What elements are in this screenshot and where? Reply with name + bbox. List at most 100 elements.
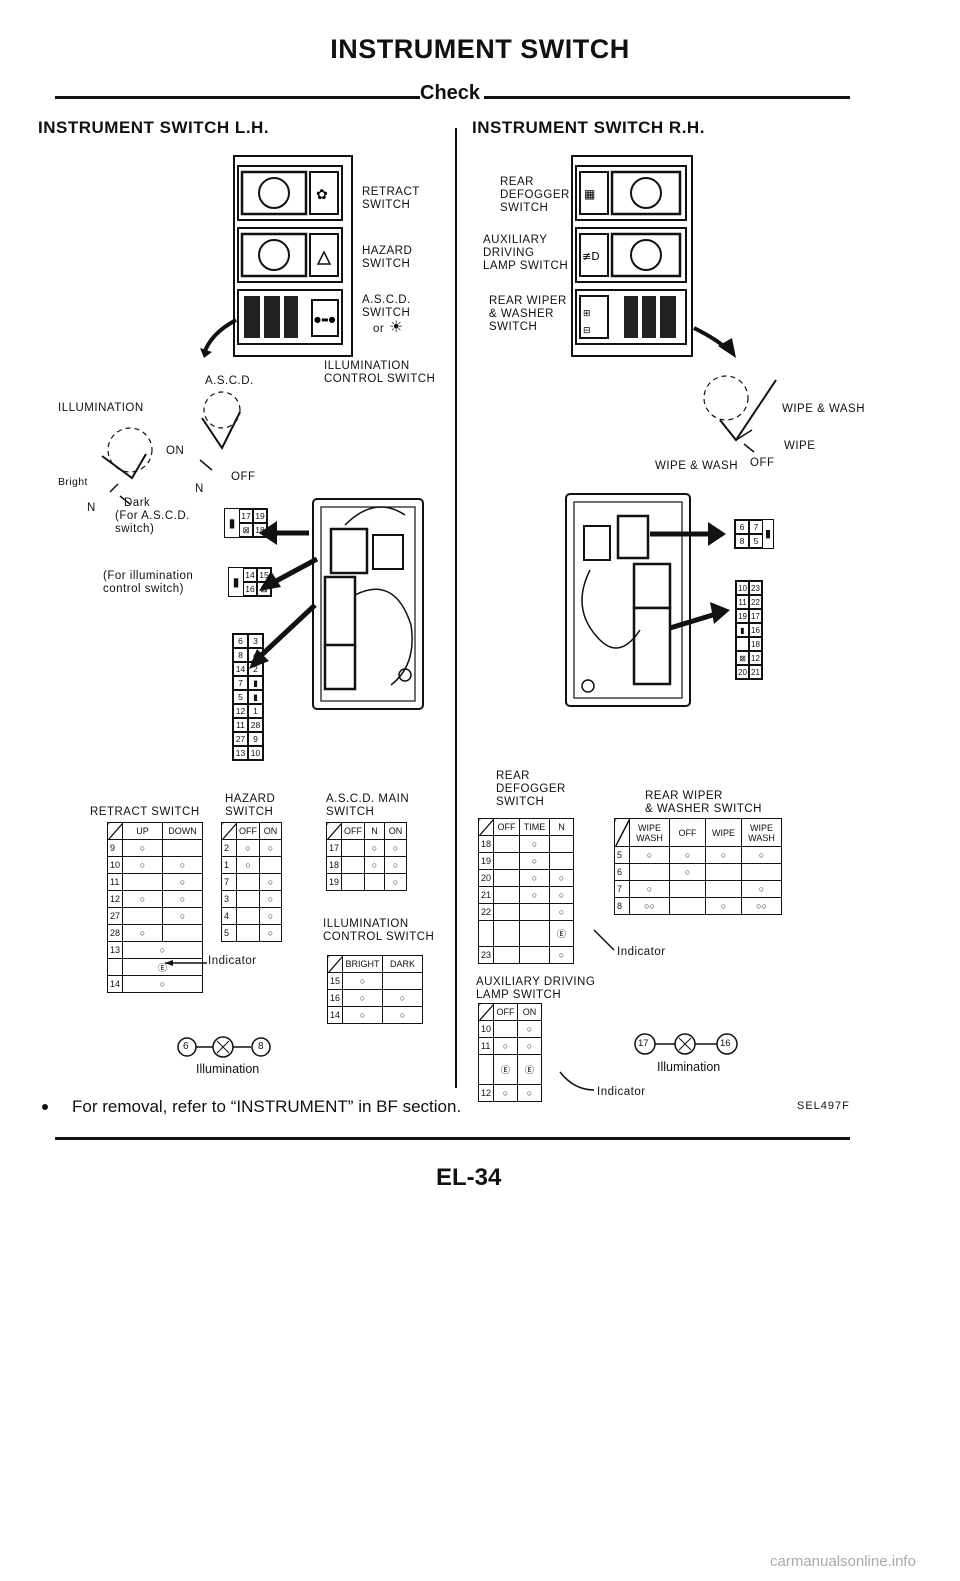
figure-code: SEL497F [797, 1100, 850, 1112]
lh-illumination-circuit [177, 1036, 271, 1058]
pin: 7 [233, 676, 248, 690]
main-connector-pins: 6 3 8 4 14 2 7 ▮ 5 ▮ 12 1 11 28 27 9 13 … [232, 633, 264, 761]
retract-table-label: RETRACT SWITCH [90, 806, 200, 818]
pin: ▮ [248, 676, 263, 690]
ascd-pin-block: ▮ 17 19 ⊠ 18 [224, 508, 268, 538]
lh-pointer-arrow [200, 318, 237, 358]
indicator-pointer [559, 1071, 595, 1091]
pin: 8 [233, 648, 248, 662]
pin: ▮ [248, 690, 263, 704]
knob-on-label: ON [166, 445, 185, 457]
for-ascd-label: (For A.S.C.D. switch) [115, 510, 190, 535]
svg-text:⊟: ⊟ [583, 326, 591, 336]
illum-terminal-b: 8 [258, 1041, 264, 1052]
lh-connector-back [249, 498, 424, 710]
indicator-arrow [165, 960, 207, 966]
illum-table-label: ILLUMINATION CONTROL SWITCH [323, 918, 435, 943]
svg-text:⊞: ⊞ [583, 309, 591, 319]
pin: 14 [233, 662, 248, 676]
retract-indicator-label: Indicator [208, 955, 257, 967]
pin: 19 [253, 509, 267, 523]
wiper-table-label: REAR WIPER & WASHER SWITCH [645, 790, 762, 815]
rear-defogger-label: REAR DEFOGGER SWITCH [500, 176, 570, 214]
pin: 6 [735, 520, 749, 534]
knob-dark-label: Dark [124, 497, 151, 509]
for-illum-label: (For illumination control switch) [103, 570, 194, 595]
pin: 1 [248, 704, 263, 718]
aux-lamp-label: AUXILIARY DRIVING LAMP SWITCH [483, 234, 569, 272]
wipe-label: WIPE [784, 440, 816, 452]
rh-side-pins: 10 23 11 22 19 17 ▮ 16 18 ⊠ 12 20 21 [735, 580, 763, 680]
rh-top-pins: 6 7 ▮ 8 5 [734, 519, 774, 549]
pin: 20 [736, 665, 749, 679]
pin: 28 [248, 718, 263, 732]
pin: 9 [248, 732, 263, 746]
bullet [42, 1104, 48, 1110]
ascd-short-label: A.S.C.D. [205, 375, 254, 387]
svg-text:✿: ✿ [316, 187, 328, 203]
illumination-label: ILLUMINATION [58, 402, 144, 414]
pin: 8 [735, 534, 749, 548]
pin: 23 [749, 581, 762, 595]
ascd-table-label: A.S.C.D. MAIN SWITCH [326, 793, 410, 818]
pin: 16 [243, 582, 257, 596]
illumination-control-label: ILLUMINATION CONTROL SWITCH [324, 360, 436, 385]
knob-bright-label: Bright [58, 476, 88, 488]
illumination-dial-icon: ☀ [389, 319, 404, 336]
header-rule-right [484, 96, 850, 99]
defogger-indicator-label: Indicator [617, 946, 666, 958]
wipe-wash-off-label: WIPE & WASH [655, 460, 739, 472]
knob-n-label-2: N [87, 502, 96, 514]
pin: 7 [749, 520, 763, 534]
pin: 5 [749, 534, 763, 548]
pin: 10 [248, 746, 263, 760]
indicator-pointer [593, 929, 615, 951]
page-title: INSTRUMENT SWITCH [330, 34, 630, 64]
pin: 5 [233, 690, 248, 704]
pin [736, 637, 749, 651]
wipe-wash-label: WIPE & WASH [782, 403, 866, 415]
lh-switch-panel: ✿ ●▬● [233, 155, 353, 357]
pin: 4 [248, 648, 263, 662]
pin: 21 [749, 665, 762, 679]
svg-text:▦: ▦ [584, 187, 595, 201]
pin: 16 [749, 623, 762, 637]
pin: 11 [233, 718, 248, 732]
rh-off-label: OFF [750, 457, 775, 469]
rear-wiper-label: REAR WIPER & WASHER SWITCH [489, 295, 567, 333]
pin: 13 [233, 746, 248, 760]
page-number: EL-34 [436, 1164, 502, 1191]
or-label: or [373, 323, 385, 335]
pin: 18 [749, 637, 762, 651]
header-rule-left [55, 96, 420, 99]
pin: 17 [239, 509, 253, 523]
aux-indicator-label: Indicator [597, 1086, 646, 1098]
left-heading: INSTRUMENT SWITCH L.H. [38, 118, 270, 137]
pin: ⊠ [736, 651, 749, 665]
svg-text:≢D: ≢D [582, 250, 600, 263]
rh-knob-diagram [703, 375, 777, 453]
knob-diagram [101, 391, 241, 505]
pin: 22 [749, 595, 762, 609]
pin: 3 [248, 634, 263, 648]
page-subtitle: Check [420, 82, 481, 104]
knob-n-label-1: N [195, 483, 204, 495]
rh-switch-panel: ▦ ≢D ⊞ ⊟ [571, 155, 736, 358]
removal-note: For removal, refer to “INSTRUMENT” in BF… [72, 1097, 462, 1116]
rh-illumination-label: Illumination [657, 1060, 721, 1074]
rh-illumination-circuit [634, 1033, 738, 1055]
column-divider [455, 128, 457, 1088]
pin: 12 [233, 704, 248, 718]
pin: 27 [233, 732, 248, 746]
pin: ▮ [736, 623, 749, 637]
retract-switch-label: RETRACT SWITCH [362, 186, 420, 211]
knob-off-label: OFF [231, 471, 256, 483]
rh-illum-terminal-a: 17 [638, 1038, 649, 1049]
